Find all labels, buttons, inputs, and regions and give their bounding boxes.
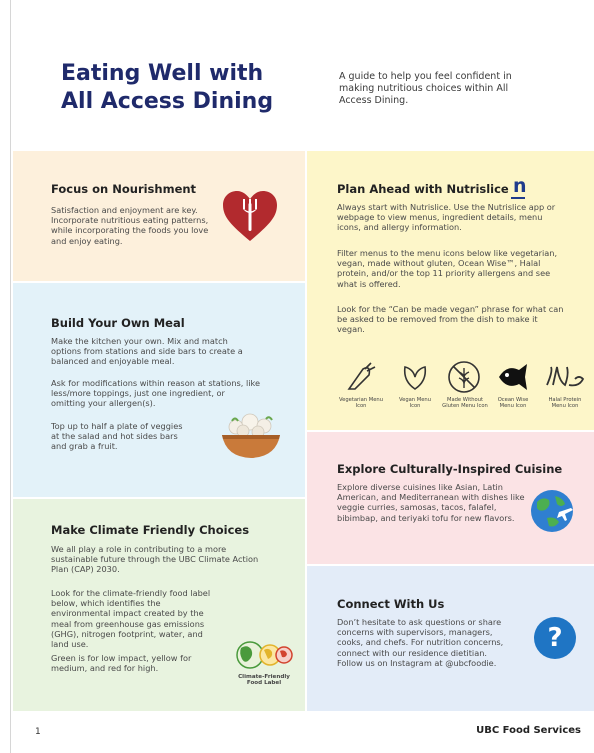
document-page: Eating Well with All Access Dining A gui… bbox=[10, 0, 594, 753]
vegetarian-icon bbox=[347, 362, 376, 390]
vegan-label: Vegan Menu Icon bbox=[399, 397, 431, 409]
nutrislice-panel: Plan Ahead with Nutrislice n Always star… bbox=[307, 151, 594, 430]
globe-plane-icon bbox=[531, 490, 573, 532]
intro-text: A guide to help you feel confident in ma… bbox=[339, 71, 512, 106]
build-meal-title: Build Your Own Meal bbox=[51, 316, 185, 330]
climate-p3: Green is for low impact, yellow for medi… bbox=[51, 653, 192, 674]
climate-label-caption: Climate-Friendly Food Label bbox=[238, 674, 290, 686]
climate-title: Make Climate Friendly Choices bbox=[51, 523, 250, 537]
ocean-wise-icon bbox=[499, 364, 527, 390]
climate-p1: We all play a role in contributing to a … bbox=[51, 544, 259, 575]
nourishment-panel: Focus on Nourishment Satisfaction and en… bbox=[13, 151, 305, 281]
gluten-free-icon bbox=[448, 361, 480, 393]
vegetarian-label: Vegetarian Menu Icon bbox=[339, 397, 383, 409]
connect-body: Don’t hesitate to ask questions or share… bbox=[337, 617, 504, 668]
explore-title: Explore Culturally-Inspired Cuisine bbox=[337, 462, 563, 476]
build-meal-p2: Ask for modifications within reason at s… bbox=[51, 378, 261, 409]
question-icon: ? bbox=[534, 617, 576, 659]
page-number: 1 bbox=[35, 727, 41, 737]
nutrislice-title: Plan Ahead with Nutrislice bbox=[337, 182, 509, 196]
nourishment-title: Focus on Nourishment bbox=[51, 182, 197, 196]
explore-panel: Explore Culturally-Inspired Cuisine Expl… bbox=[307, 432, 594, 564]
salad-bowl-icon bbox=[222, 413, 280, 458]
page-title: Eating Well with All Access Dining bbox=[61, 60, 301, 116]
halal-icon bbox=[546, 366, 585, 387]
title-line-2: All Access Dining bbox=[61, 89, 274, 114]
nutrislice-p2: Filter menus to the menu icons below lik… bbox=[337, 248, 558, 289]
nourishment-body: Satisfaction and enjoyment are key. Inco… bbox=[51, 205, 209, 246]
nutrislice-p1: Always start with Nutrislice. Use the Nu… bbox=[337, 202, 556, 233]
vegan-icon bbox=[403, 366, 427, 390]
explore-body: Explore diverse cuisines like Asian, Lat… bbox=[337, 482, 525, 523]
nutrislice-logo-icon: n bbox=[513, 175, 527, 197]
climate-label-icon bbox=[236, 641, 293, 669]
nutrislice-p3: Look for the “Can be made vegan” phrase … bbox=[337, 304, 564, 335]
build-meal-p3: Top up to half a plate of veggies at the… bbox=[51, 421, 183, 452]
climate-p2: Look for the climate-friendly food label… bbox=[51, 588, 211, 650]
footer-brand: UBC Food Services bbox=[476, 725, 581, 736]
build-meal-panel: Build Your Own Meal Make the kitchen you… bbox=[13, 283, 305, 497]
nutrislice-logo-underline bbox=[511, 197, 525, 199]
ocean-wise-label: Ocean Wise Menu Icon bbox=[497, 397, 529, 409]
title-line-1: Eating Well with bbox=[61, 61, 264, 86]
connect-panel: Connect With Us Don’t hesitate to ask qu… bbox=[307, 566, 594, 711]
climate-panel: Make Climate Friendly Choices We all pla… bbox=[13, 499, 305, 711]
gluten-free-label: Made Without Gluten Menu Icon bbox=[442, 397, 488, 409]
build-meal-p1: Make the kitchen your own. Mix and match… bbox=[51, 336, 243, 367]
halal-label: Halal Protein Menu Icon bbox=[548, 397, 582, 409]
connect-title: Connect With Us bbox=[337, 597, 445, 611]
heart-fork-icon bbox=[223, 191, 277, 241]
